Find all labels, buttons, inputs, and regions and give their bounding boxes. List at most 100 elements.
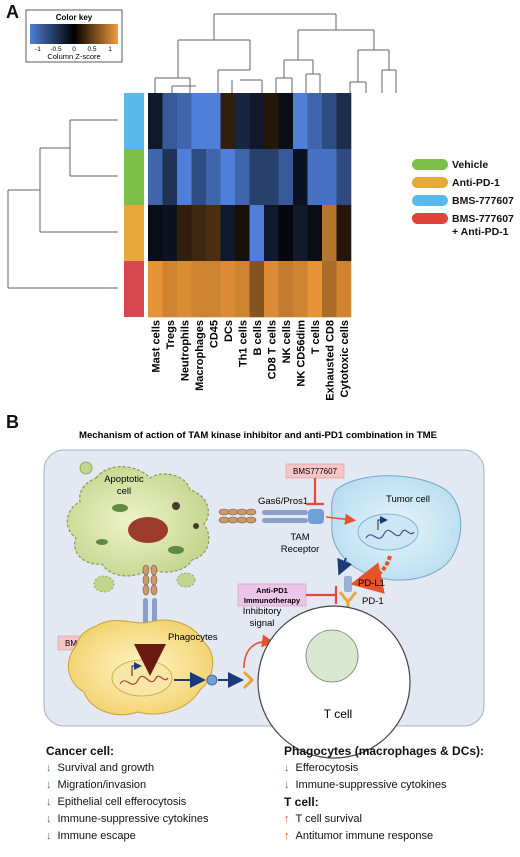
anti-pd1-label-line2: Immunotherapy [244,596,301,605]
color-key-title: Color key [56,13,93,22]
row-group-swatch [124,149,144,205]
heatmap-cell [220,205,236,262]
down-arrow-icon: ↓ [284,779,290,791]
phagocytes-title: Phagocytes (macrophages & DCs): [284,744,485,758]
up-arrow-icon: ↑ [284,813,290,825]
heatmap-cell [249,261,265,318]
column-label: NK CD56dim [295,320,307,387]
heatmap-cell [322,261,337,318]
apoptotic-cell [66,461,210,593]
t-cell-nucleus [305,629,359,683]
heatmap-cell [264,93,279,150]
cancer-cell-title: Cancer cell: [46,744,115,758]
column-label: NK cells [281,320,293,363]
column-label: T cells [310,320,322,354]
pd1-label: PD-1 [362,596,384,607]
cancer-effect-item: ↓Immune-suppressive cytokines [46,812,209,826]
legend-swatch-vehicle [412,159,448,170]
gas6-ligand-vertical [142,564,158,596]
gas6-ligand-horizontal [218,508,257,524]
cancer-effect-text: Immune escape [57,830,136,842]
heatmap-cells [148,93,352,318]
phago-effect-item: ↓Immune-suppressive cytokines [284,778,447,792]
heatmap-cell [206,149,221,206]
heatmap-cell [191,261,207,318]
heatmap-cell [336,93,352,150]
tumor-pdl1-arrow [350,555,392,594]
inhibitory-label-line2: signal [250,618,275,629]
inhibitory-signal-arrow [243,634,275,669]
heatmap-cell [336,205,352,262]
heatmap-cell [220,93,236,150]
down-arrow-icon: ↓ [46,796,52,808]
heatmap-cell [177,149,192,206]
column-label: Tregs [165,320,177,349]
heatmap-cell [307,149,323,206]
heatmap-cell [148,149,163,206]
heatmap-cell [177,93,192,150]
inhibitory-label-line1: Inhibitory [243,606,282,617]
phagocyte-ligand [206,674,218,686]
cancer-effect-item: ↓ Epithelial cell efferocytosis [46,795,186,809]
color-key-tick: 1 [108,46,112,53]
heatmap-cell [249,149,265,206]
anti-pd1-label-line1: Anti-PD1 [256,586,288,595]
apoptotic-label-line2: cell [117,486,131,497]
column-label: Exhausted CD8 [324,320,336,401]
column-label: CD8 T cells [266,320,278,379]
heatmap-cell [264,149,279,206]
mechanism-diagram: Mechanism of action of TAM kinase inhibi… [43,430,485,759]
row-group-swatch [124,205,144,261]
column-label: Cytotoxic cells [339,320,351,398]
down-arrow-icon: ↓ [46,762,52,774]
column-dendrogram [154,13,397,93]
heatmap-cell [191,149,207,206]
heatmap-cell [307,205,323,262]
heatmap-cell [220,261,236,318]
heatmap-cell [235,205,250,262]
heatmap-cell [249,93,265,150]
pdl1-label: PD-L1 [358,578,385,589]
heatmap-cell [148,261,163,318]
down-arrow-icon: ↓ [46,830,52,842]
panel-b-letter: B [6,412,19,432]
color-key-tick: 0 [72,46,76,53]
heatmap-cell [177,205,192,262]
phago-effect-item: ↓Efferocytosis [284,761,358,775]
color-key-gradient [30,24,118,44]
row-group-bar [124,93,144,317]
heatmap-cell [307,93,323,150]
cancer-effect-item: ↓Survival and growth [46,761,154,775]
mechanism-title: Mechanism of action of TAM kinase inhibi… [79,430,438,441]
legend-label-anti-pd1: Anti-PD-1 [452,177,500,189]
up-arrow-icon: ↑ [284,830,290,842]
bms-top-label: BMS777607 [293,467,338,476]
cancer-effect-text: Epithelial cell efferocytosis [57,796,187,808]
heatmap-cell [249,205,265,262]
heatmap-cell [191,205,207,262]
panel-b-mechanism: Mechanism of action of TAM kinase inhibi… [0,420,520,852]
legend-label-bms: BMS-777607 [452,195,514,207]
heatmap-cell [293,149,308,206]
heatmap-cell [235,149,250,206]
heatmap-cell [336,261,352,318]
phago-effect-text: Efferocytosis [295,762,359,774]
color-key-label: Column Z-score [47,52,100,61]
heatmap-cell [235,261,250,318]
tumor-down-arrow [337,557,353,576]
tcell-title: T cell: [284,795,319,809]
heatmap-cell [148,93,163,150]
column-label: Mast cells [150,320,162,373]
cancer-effect-item: ↓Migration/invasion [46,778,146,792]
color-key-tick: -1 [35,46,41,53]
heatmap-cell [278,205,294,262]
down-arrow-icon: ↓ [46,813,52,825]
legend-label-combo: BMS-777607 [452,213,514,225]
tcell-effect-text: T cell survival [295,813,362,825]
row-group-swatch [124,261,144,317]
tcell-effect-item: ↑ T cell survival [284,812,362,826]
column-label: Th1 cells [237,320,249,367]
down-arrow-icon: ↓ [46,779,52,791]
tam-label-line1: TAM [290,532,309,543]
